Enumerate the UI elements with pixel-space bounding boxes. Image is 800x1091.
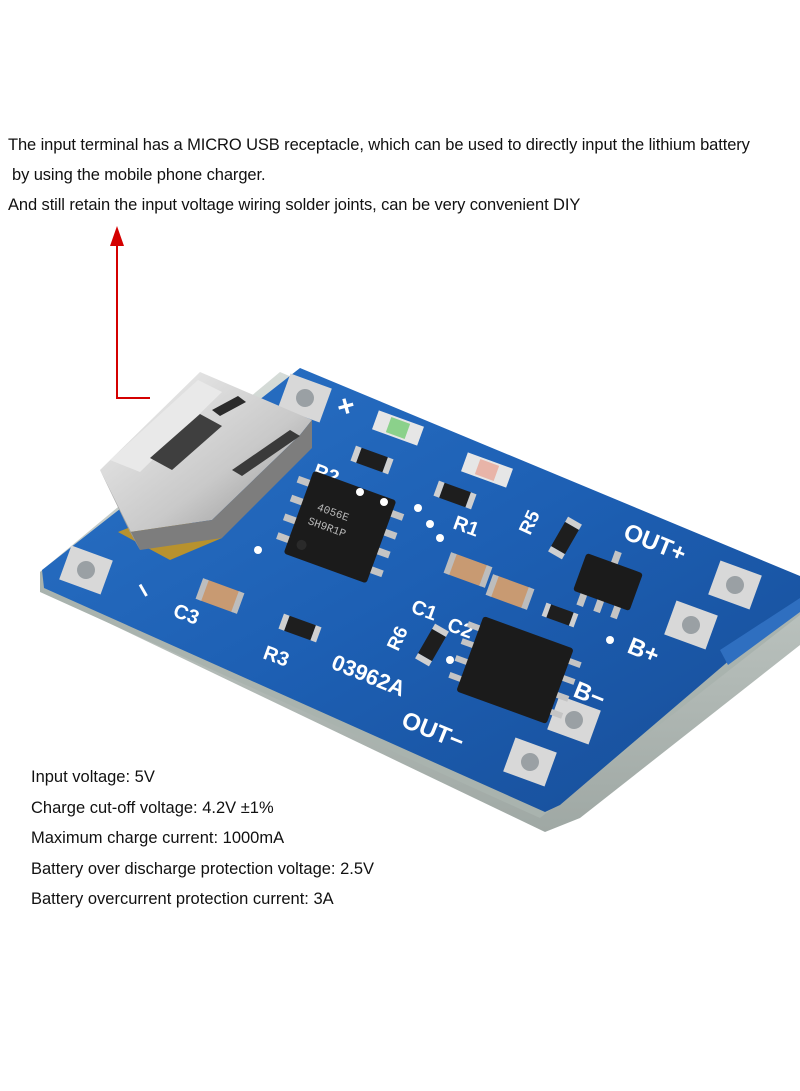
intro-line-2: by using the mobile phone charger. [12,166,266,184]
status-leds [372,410,513,488]
intro-line-1: The input terminal has a MICRO USB recep… [8,136,750,154]
spec-input-voltage: Input voltage: 5V [31,768,155,786]
capacitors [195,552,535,614]
product-photo: + − R2 R1 R5 C3 R3 C1 C2 R6 03962A OUT+ … [0,220,800,860]
pointer-arrow [110,226,150,399]
intro-line-3: And still retain the input voltage wirin… [8,196,581,214]
intro-text: The input terminal has a MICRO USB recep… [8,130,798,220]
mosfet-chip [573,550,643,620]
resistors [278,445,582,667]
charger-ic-chip: 4056E SH9R1P [276,471,405,583]
spec-list: Input voltage: 5V Charge cut-off voltage… [31,762,374,915]
spec-cutoff-voltage: Charge cut-off voltage: 4.2V ±1% [31,798,274,817]
protection-ic-chip [448,616,582,724]
charger-board-illustration: + − R2 R1 R5 C3 R3 C1 C2 R6 03962A OUT+ … [40,226,800,832]
micro-usb-receptacle [100,372,312,560]
solder-pads [59,373,762,787]
spec-max-current: Maximum charge current: 1000mA [31,829,285,847]
spec-overcurrent: Battery overcurrent protection current: … [31,890,334,908]
spec-overdischarge: Battery over discharge protection voltag… [31,859,375,878]
vias [254,488,614,664]
